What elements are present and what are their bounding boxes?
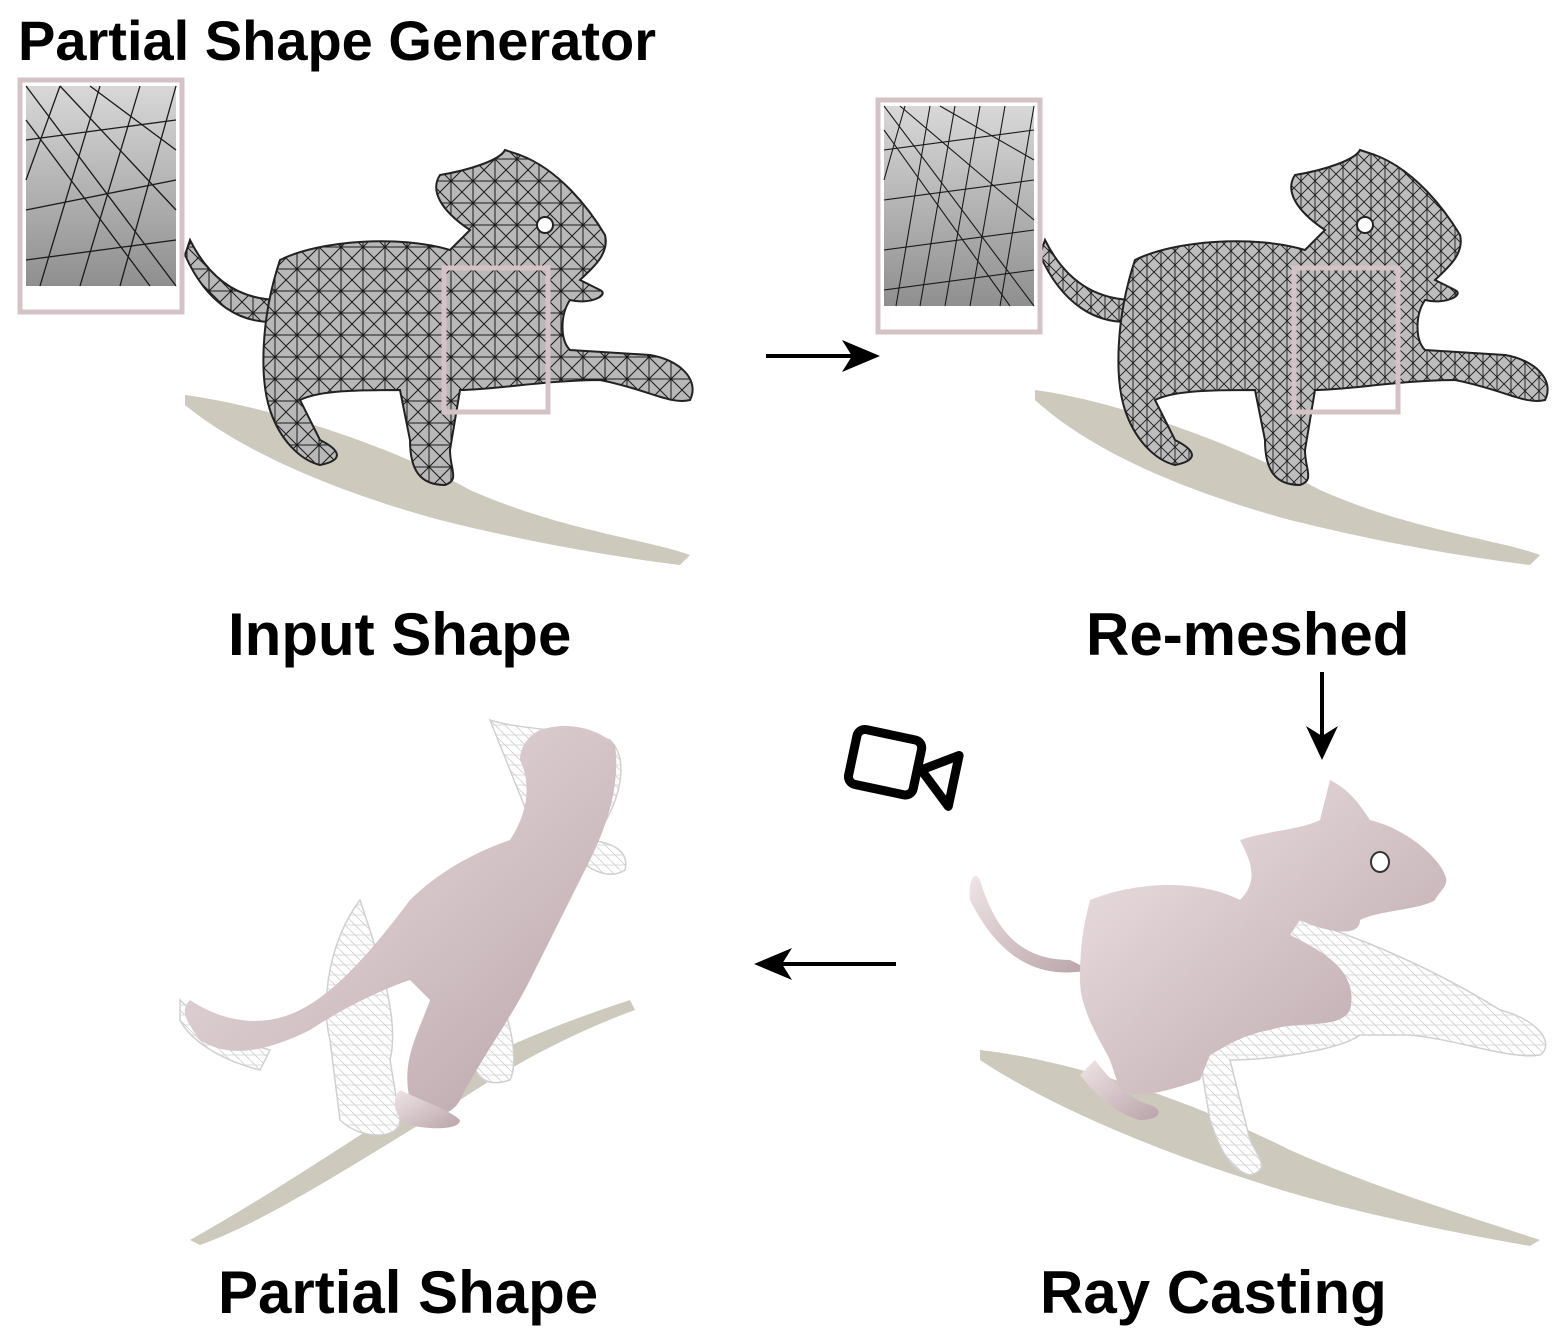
zoom-inset-remeshed [875,97,1043,335]
cat-mesh-input [183,148,694,487]
detail-frame-body [441,265,551,415]
arrow-down-icon [1302,670,1342,762]
detail-frame-body [1291,265,1401,415]
label-input-shape: Input Shape [228,601,572,668]
input-shape-panel [0,60,760,600]
remeshed-panel [860,90,1556,600]
cat-partial [179,718,627,1136]
arrow-left-icon [748,944,900,984]
figure-title: Partial Shape Generator [18,9,657,72]
cat-mesh-remeshed [1038,148,1549,487]
partial-shape-panel [160,700,680,1260]
zoom-inset-input [17,77,185,315]
cat-ray-cast [969,780,1547,1176]
label-partial-shape: Partial Shape [218,1259,599,1326]
floor-shadow [980,1050,1540,1246]
ray-casting-panel [940,760,1556,1260]
arrow-right-icon [762,336,886,376]
video-camera-icon [836,722,968,826]
label-ray-casting: Ray Casting [1040,1259,1387,1326]
label-remeshed: Re-meshed [1086,601,1410,668]
